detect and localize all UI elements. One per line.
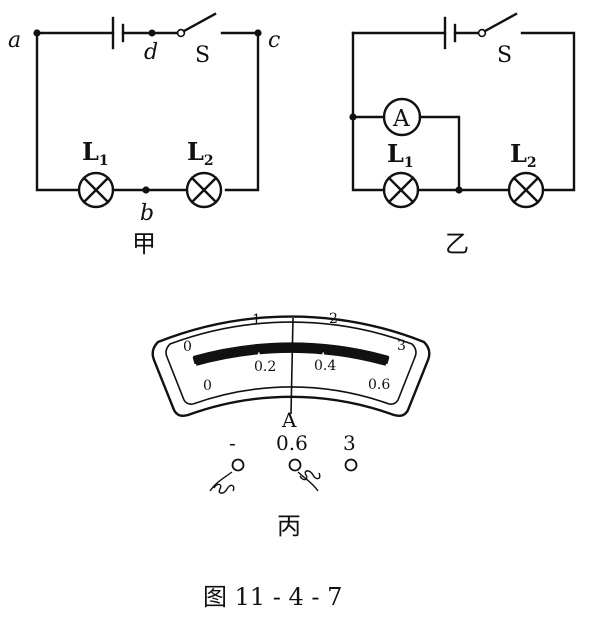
yi-wire-left xyxy=(351,31,386,192)
meter-tick xyxy=(202,369,206,375)
yi-wire-ammeter-right xyxy=(418,115,461,192)
meter-tick xyxy=(215,366,218,373)
meter-major-tick xyxy=(257,345,260,353)
jia-caption: 甲 xyxy=(132,230,156,258)
meter-major-tick xyxy=(192,356,196,365)
jia-node-b-label: b xyxy=(140,201,154,226)
meter-tick xyxy=(221,365,224,371)
meter-upper-tick-3: 3 xyxy=(397,338,406,354)
yi-caption: 乙 xyxy=(445,230,469,258)
yi-switch-blade xyxy=(483,12,518,33)
yi-ammeter: A xyxy=(382,97,422,137)
yi-switch-label: S xyxy=(497,43,512,68)
ammeter-bing: 0 1 2 3 0 0.2 0.4 0.6 A - 0.6 3 丙 xyxy=(151,311,431,540)
terminal-0-6-post xyxy=(288,458,302,472)
meter-caption: 丙 xyxy=(277,512,301,540)
meter-tick xyxy=(252,360,255,367)
yi-junction-left-dot xyxy=(349,113,357,121)
yi-ammeter-label: A xyxy=(392,106,410,132)
jia-switch-label: S xyxy=(195,43,210,68)
meter-lower-tick-0: 0 xyxy=(203,378,212,394)
jia-node-d-label: d xyxy=(144,40,158,65)
yi-switch-pivot xyxy=(477,28,487,38)
meter-tick xyxy=(358,365,361,371)
meter-tick xyxy=(194,363,200,377)
meter-major-tick xyxy=(386,356,390,365)
yi-wire-top-right xyxy=(520,31,576,192)
jia-lamp2-label: L2 xyxy=(187,137,214,169)
meter-lower-tick-2: 0.4 xyxy=(314,358,336,374)
meter-tick xyxy=(352,360,356,370)
meter-tick xyxy=(226,360,230,370)
wire-coil-0-6 xyxy=(297,470,321,492)
jia-node-c-label: c xyxy=(268,28,280,53)
meter-tick xyxy=(240,362,242,368)
figure-caption: 图 11 - 4 - 7 xyxy=(203,583,342,611)
jia-switch-pivot xyxy=(176,28,186,38)
meter-tick xyxy=(233,363,236,369)
meter-tick xyxy=(246,361,248,367)
meter-tick xyxy=(334,361,336,367)
terminal-3-post xyxy=(344,458,358,472)
meter-tick xyxy=(364,366,367,373)
terminal-0-6-label: 0.6 xyxy=(276,431,308,455)
jia-lamp-l1 xyxy=(77,171,115,209)
meter-needle xyxy=(290,317,294,415)
circuit-jia: a d S c L1 L2 b 甲 xyxy=(8,12,280,258)
meter-tick xyxy=(370,368,373,374)
yi-junction-right-dot xyxy=(455,186,463,194)
meter-tick xyxy=(346,363,349,369)
jia-node-a-label: a xyxy=(8,28,21,53)
circuit-yi: A S L1 L2 乙 xyxy=(349,12,576,258)
meter-tick xyxy=(257,352,261,366)
jia-switch-blade xyxy=(182,12,217,33)
jia-node-d-dot xyxy=(148,29,156,37)
yi-lamp2-label: L2 xyxy=(510,139,537,171)
meter-tick xyxy=(321,352,325,366)
meter-upper-tick-0: 0 xyxy=(183,339,192,355)
meter-inner-frame xyxy=(165,321,417,405)
meter-unit-label: A xyxy=(281,408,297,432)
jia-lamp1-label: L1 xyxy=(82,137,109,169)
yi-lamp-l2 xyxy=(507,171,545,209)
meter-tick xyxy=(340,362,342,368)
wire-coil-minus xyxy=(209,471,235,494)
meter-tick xyxy=(376,369,380,375)
meter-tick xyxy=(382,363,388,377)
meter-ticks xyxy=(192,345,390,377)
meter-tick xyxy=(327,360,330,367)
meter-upper-tick-1: 1 xyxy=(252,312,261,328)
meter-lower-tick-3: 0.6 xyxy=(368,377,390,393)
jia-wire-right xyxy=(224,31,260,192)
jia-lamp-l2 xyxy=(185,171,223,209)
yi-lamp1-label: L1 xyxy=(387,139,414,171)
jia-node-b-dot xyxy=(142,186,150,194)
meter-upper-tick-2: 2 xyxy=(329,311,338,327)
terminal-3-label: 3 xyxy=(343,431,356,455)
terminal-minus-post xyxy=(231,458,245,472)
terminal-minus-label: - xyxy=(229,431,236,455)
meter-scale-band xyxy=(193,342,389,366)
jia-wire-left xyxy=(35,31,80,192)
meter-lower-tick-1: 0.2 xyxy=(254,359,276,375)
meter-major-tick xyxy=(322,345,325,353)
meter-outer-frame xyxy=(151,315,431,418)
yi-lamp-l1 xyxy=(382,171,420,209)
meter-tick xyxy=(209,368,212,374)
